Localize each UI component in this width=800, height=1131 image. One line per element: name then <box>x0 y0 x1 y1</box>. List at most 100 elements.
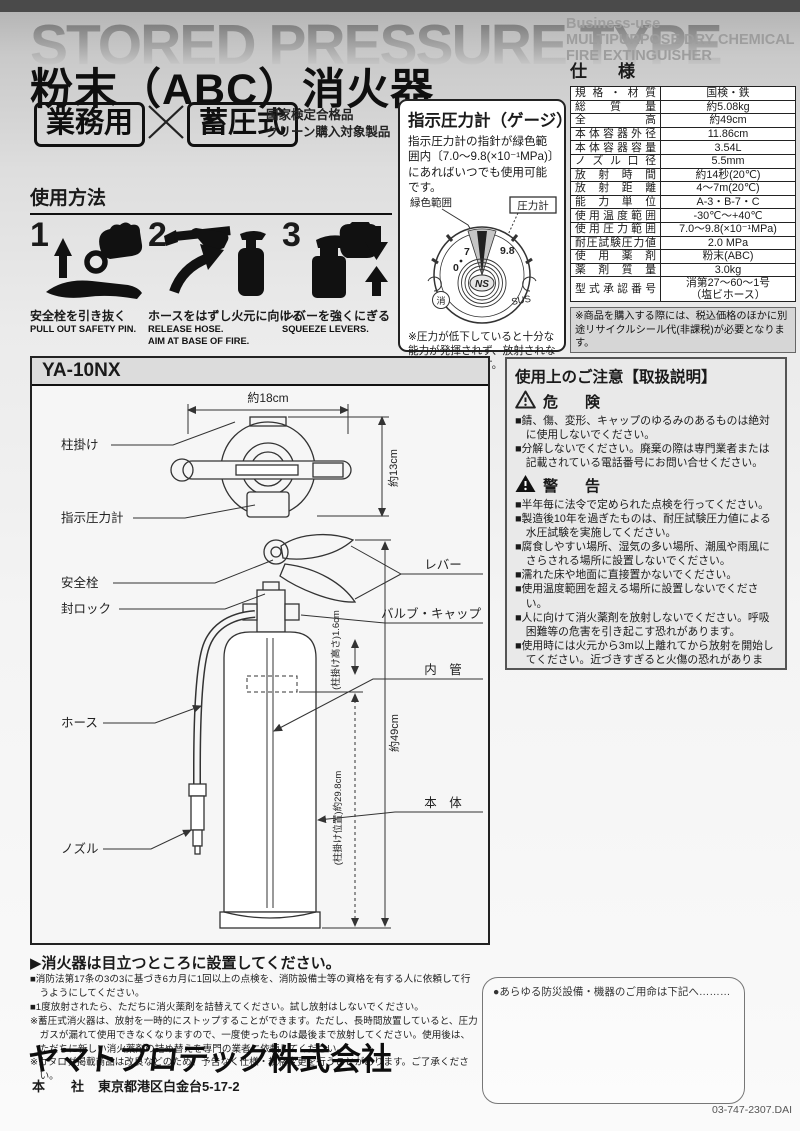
dial-sho: 消 <box>436 295 445 306</box>
green-range-label: 緑色範囲 <box>410 196 452 209</box>
table-row: 使用薬剤粉末(ABC) <box>570 249 796 264</box>
pressure-gauge-panel: 指示圧力計（ゲージ） 指示圧力計の指針が緑色範囲内〔7.0～9.8(×10⁻¹M… <box>398 99 573 371</box>
english-subtitle-line1: Business-use <box>566 16 661 32</box>
table-row: 総質量約5.08kg <box>570 99 796 115</box>
dial-high: 9.8 <box>500 245 515 257</box>
lever-label: レバー <box>424 558 462 572</box>
table-row: 全高約49cm <box>570 113 796 128</box>
danger-triangle-icon <box>515 390 536 413</box>
warning-item: ■使用時には火元から3m以上離れてから放射を開始してください。近づきすぎると火傷… <box>515 639 774 667</box>
nozzle-label: ノズル <box>61 841 99 856</box>
dealer-contact-note: ●あらゆる防災設備・機器のご用命は下記へ……… <box>493 986 731 998</box>
extinguisher-diagram: 約18cm 約13cm 柱掛け 指示圧力計 <box>33 388 489 948</box>
watermark-title: STORED PRESSURE TYPE <box>30 13 723 77</box>
cautions-title: 使用上のご注意【取扱説明】 <box>515 369 717 386</box>
danger-item: ■分解しないでください。廃棄の際は専門業者または記載されている電話番号にお問い合… <box>515 443 770 470</box>
usage-step-1: 1 安全栓を引き抜く PULL OUT SAFETY PIN. <box>30 218 148 347</box>
product-badges: 業務用 蓄圧式 <box>34 102 299 147</box>
english-subtitle-line2: MULTIPURPOSE DRY CHEMICAL <box>566 32 795 49</box>
company-address: 本 社 東京都港区白金台5-17-2 <box>32 1076 240 1095</box>
gauge-label: 指示圧力計 <box>61 510 124 525</box>
cross-mark-icon <box>147 102 185 147</box>
table-row: 型式承認番号消第27～60～1号 （塩ビホース） <box>570 276 796 303</box>
pull-pin-pictogram-icon <box>44 222 148 305</box>
spec-title: 仕 様 <box>570 62 642 81</box>
step-caption-jp: 安全栓を引き抜く <box>30 309 127 323</box>
dimension-width <box>187 404 349 434</box>
table-row: 使用温度範囲-30℃～+40℃ <box>570 208 796 223</box>
cautions-panel: 使用上のご注意【取扱説明】 危 険 ■錆、傷、変形、キャップのゆるみのあるものは… <box>505 357 787 670</box>
dimension-total-height <box>322 539 391 929</box>
dimension-head-height <box>288 416 389 517</box>
company-suffix: 株式会社 <box>268 1042 392 1077</box>
warning-item: ■使用温度範囲を超える場所に設置しないでください。 <box>515 583 759 610</box>
certification-line1: 国家検定合格品 <box>266 108 354 122</box>
step-number: 3 <box>282 216 301 254</box>
body-label: 本 体 <box>424 796 462 810</box>
dial-brand: NS <box>475 279 489 290</box>
placement-headline: ▶消火器は目立つところに設置してください。 <box>30 955 341 972</box>
top-view <box>170 416 352 518</box>
footer-note: ■消防法第17条の3の3に基づき6カ月に1回以上の点検を、消防設備士等の資格を有… <box>30 974 471 999</box>
warning-item: ■濡れた床や地面に直接置かないでください。 <box>515 569 738 582</box>
step-caption-jp: レバーを強くにぎる <box>282 309 391 323</box>
usage-section: 使用方法 1 安全栓を引き抜く PULL OUT SAFETY PIN. 2 <box>30 183 392 347</box>
warning-title: 警 告 <box>543 477 607 495</box>
footer-note: ■1度放射されたら、ただちに消火薬剤を詰替えてください。試し放射はしないでくださ… <box>30 1001 424 1013</box>
inner-tube-label: 内 管 <box>424 662 462 677</box>
dial-low: 7 <box>464 246 470 258</box>
danger-header: 危 険 <box>515 390 777 413</box>
usage-step-3: 3 レバーを強くにぎる SQUEEZE LEVERS. <box>282 218 392 347</box>
warning-item: ■製造後10年を過ぎたものは、耐圧試験圧力値による水圧試験を実施してください。 <box>515 512 771 539</box>
pressure-gauge-illustration: 緑色範囲 圧力計 0 7 9.8 NS SUS 消 <box>410 196 557 324</box>
warning-item: ■腐食しやすい場所、湿気の多い場所、潮風や雨風にさらされる場所に設置しないでくだ… <box>515 540 770 568</box>
gauge-callout-label: 圧力計 <box>517 199 549 212</box>
address-text: 東京都港区白金台5-17-2 <box>98 1079 240 1094</box>
dim-width-label: 約18cm <box>247 390 288 405</box>
side-view <box>188 533 357 929</box>
table-row: 規格・材質国検・鉄 <box>570 86 796 101</box>
gauge-panel-description: 指示圧力計の指針が緑色範囲内〔7.0～9.8(×10⁻¹MPa)〕にあればいつで… <box>408 135 554 194</box>
warning-triangle-icon <box>515 474 536 497</box>
dial-zero: 0 <box>453 262 459 274</box>
english-subtitle-line3: FIRE EXTINGUISHER <box>566 48 712 65</box>
recycle-seal-note: ※商品を購入する際には、税込価格のほかに別途リサイクルシール代(非課税)が必要と… <box>570 307 796 354</box>
valve-cap-label: バルブ・キャップ <box>381 606 482 621</box>
office-label: 本 社 <box>32 1079 85 1094</box>
usage-steps: 1 安全栓を引き抜く PULL OUT SAFETY PIN. 2 <box>30 218 392 347</box>
english-subtitle: Business-use MULTIPURPOSE DRY CHEMICAL F… <box>566 16 795 65</box>
company-logo: ヤマトプロテック株式会社 <box>25 1034 392 1079</box>
company-logo-text: ヤマトプロテック <box>25 1042 270 1077</box>
model-diagram-panel: YA-10NX <box>30 356 490 945</box>
step-caption-jp: ホースをはずし火元に向ける <box>148 309 304 323</box>
dim-hanger-height-label: (柱掛け高さ)1.6cm <box>330 610 342 690</box>
badge-business-use: 業務用 <box>34 102 146 147</box>
document-code: 03-747-2307.DAI <box>712 1104 792 1116</box>
top-accent-bar <box>0 0 800 12</box>
page-title: 粉末（ABC）消火器 <box>30 66 435 114</box>
hose-label: ホース <box>61 716 98 730</box>
dim-head-height-label: 約13cm <box>386 449 400 487</box>
step-number: 1 <box>30 216 49 254</box>
usage-title: 使用方法 <box>30 183 392 215</box>
danger-title: 危 険 <box>543 394 607 411</box>
dealer-contact-box: ●あらゆる防災設備・機器のご用命は下記へ……… <box>482 977 745 1104</box>
certification-line2: グリーン購入対象製品 <box>266 124 391 139</box>
step-caption-en: SQUEEZE LEVERS. <box>282 324 369 334</box>
aim-hose-pictogram-icon <box>162 222 282 305</box>
footer-note: ※カタログ掲載商品は改良などのため、予告なく仕様・規格変更を行うことがあります。… <box>30 1057 469 1083</box>
danger-item: ■錆、傷、変形、キャップのゆるみのあるものは絶対に使用しないでください。 <box>515 415 770 442</box>
footer-note: ※蓄圧式消火器は、放射を一時的にストップすることができます。ただし、長時間放置し… <box>30 1015 478 1055</box>
seal-lock-label: 封ロック <box>61 602 111 616</box>
dim-total-height-label: 約49cm <box>387 714 401 752</box>
usage-step-2: 2 ホースをはずし火元に向ける RELEASE HOSE. AIM AT BAS <box>148 218 304 347</box>
